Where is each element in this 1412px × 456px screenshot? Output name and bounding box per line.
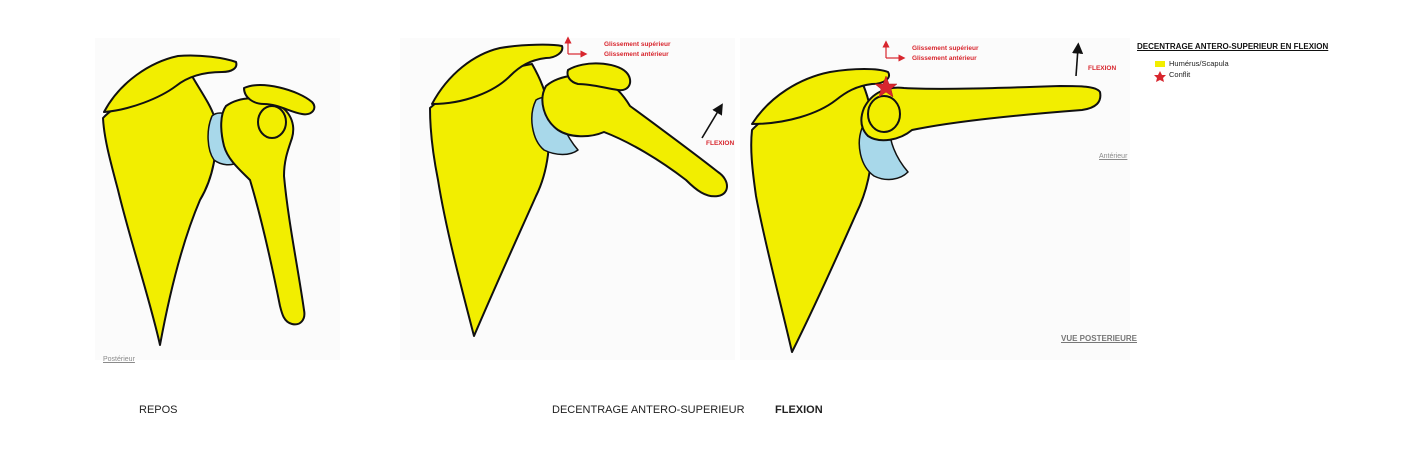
rest-acromion xyxy=(103,54,238,113)
middle-acromion xyxy=(431,43,564,105)
flexion-arrow-middle xyxy=(701,103,723,139)
rest-humerus xyxy=(220,97,306,326)
right-humerus xyxy=(860,85,1102,142)
middle-glide-up-label: Glissement supérieur xyxy=(604,41,671,48)
right-glide-up-label: Glissement supérieur xyxy=(912,45,979,52)
legend-title: DECENTRAGE ANTERO-SUPERIEUR EN FLEXION xyxy=(1137,42,1329,51)
right-humeral-head xyxy=(867,95,901,133)
red-star-icon xyxy=(1154,71,1166,82)
middle-shoulder xyxy=(429,43,728,337)
view-caption: VUE POSTERIEURE xyxy=(1061,334,1138,343)
right-flexion-label: FLEXION xyxy=(1088,65,1117,72)
middle-flexion-label: FLEXION xyxy=(706,140,735,147)
rest-head-tubercle xyxy=(257,105,287,139)
right-view-label: Antérieur xyxy=(1099,153,1128,160)
middle-humeral-head xyxy=(566,62,632,92)
right-glide-forward-label: Glissement antérieur xyxy=(912,55,977,62)
middle-caption: DECENTRAGE ANTERO-SUPERIEUR xyxy=(552,404,745,416)
rest-humeral-head xyxy=(243,84,316,116)
glide-axes-right xyxy=(882,40,906,62)
glide-axes-middle xyxy=(564,36,588,58)
rest-view-label: Postérieur xyxy=(103,356,135,363)
legend-item-conflict: Conflit xyxy=(1169,70,1191,79)
middle-scapula xyxy=(429,63,551,337)
right-caption: FLEXION xyxy=(775,404,823,416)
rest-shoulder xyxy=(102,54,316,346)
yellow-square-icon xyxy=(1155,61,1165,67)
legend-item-bone: Humérus/Scapula xyxy=(1169,59,1229,68)
middle-glide-forward-label: Glissement antérieur xyxy=(604,51,669,58)
flexion-arrow-right xyxy=(1072,42,1084,77)
conflict-star-icon xyxy=(874,75,898,98)
rest-caption: REPOS xyxy=(139,404,178,416)
